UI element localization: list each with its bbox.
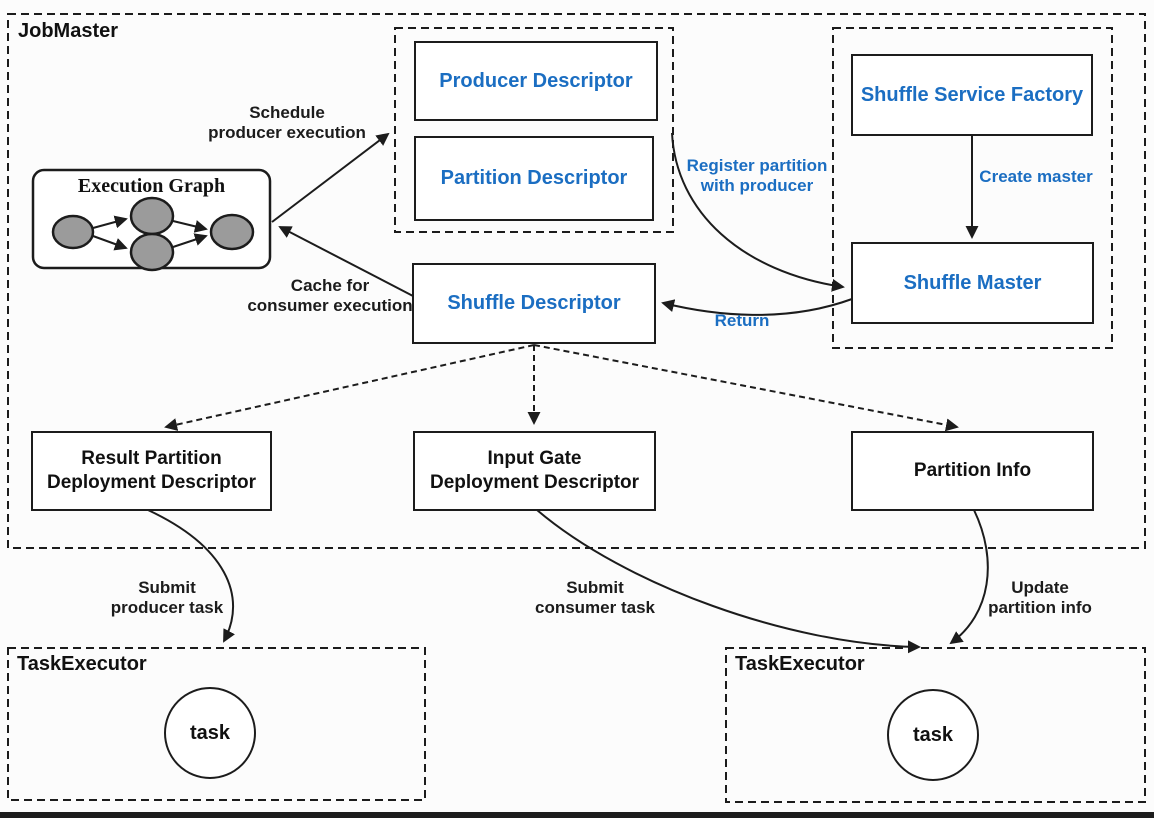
- result-partition-dd-label: Result Partition Deployment Descriptor: [46, 448, 257, 493]
- jobmaster-container: [7, 13, 1146, 549]
- shuffle-master-label: Shuffle Master: [903, 271, 1042, 294]
- arrow-return: [661, 298, 853, 316]
- task-circle-right: [887, 689, 979, 781]
- jobmaster-label: JobMaster: [18, 20, 119, 42]
- cache-for-consumer-execution-label: Cache for consumer execution: [247, 276, 413, 316]
- task-label-left: task: [189, 721, 231, 744]
- dashed-arrow-to-result-partition-dd: [164, 344, 535, 431]
- descriptor-group-container: [394, 27, 674, 233]
- shuffle-master-box: [851, 242, 1094, 324]
- shuffle-service-factory-label: Shuffle Service Factory: [860, 83, 1084, 106]
- arrow-submit-consumer-task: [536, 509, 921, 654]
- window-bottom-edge: [0, 812, 1154, 818]
- graph-edge-3: [172, 220, 208, 233]
- graph-edge-1: [92, 215, 128, 229]
- graph-edge-2: [92, 235, 128, 251]
- update-partition-info-label: Update partition info: [988, 578, 1092, 618]
- input-gate-dd-label: Input Gate Deployment Descriptor: [429, 448, 640, 493]
- task-executor-left-container: [7, 647, 426, 801]
- register-partition-with-producer-label: Register partition with producer: [686, 156, 828, 196]
- input-gate-dd-box: [413, 431, 656, 511]
- return-label: Return: [714, 311, 770, 330]
- graph-node-mid-bottom: [129, 232, 175, 272]
- result-partition-dd-box: [31, 431, 272, 511]
- arrow-cache-for-consumer-execution: [278, 226, 414, 297]
- producer-descriptor-label: Producer Descriptor: [439, 69, 633, 92]
- graph-node-sink: [209, 213, 255, 251]
- shuffle-descriptor-box: [412, 263, 656, 344]
- task-executor-left-label: TaskExecutor: [17, 653, 147, 675]
- partition-descriptor-label: Partition Descriptor: [440, 167, 628, 189]
- task-executor-right-container: [725, 647, 1146, 803]
- partition-info-box: [851, 431, 1094, 511]
- submit-producer-task-label: Submit producer task: [110, 578, 224, 618]
- create-master-label: Create master: [979, 167, 1093, 186]
- execution-graph-title: Execution Graph: [77, 175, 226, 197]
- partition-descriptor-box: [414, 136, 654, 221]
- shuffle-service-factory-box: [851, 54, 1093, 136]
- producer-descriptor-box: [414, 41, 658, 121]
- arrow-register-partition-with-producer: [671, 132, 845, 292]
- dashed-arrow-to-partition-info: [533, 344, 959, 432]
- graph-node-mid-top: [129, 196, 175, 236]
- shuffle-descriptor-label: Shuffle Descriptor: [447, 292, 621, 314]
- task-circle-left: [164, 687, 256, 779]
- graph-node-source: [51, 214, 95, 250]
- arrow-update-partition-info: [949, 509, 989, 645]
- arrow-schedule-producer-execution: [271, 132, 390, 223]
- partition-info-label: Partition Info: [913, 460, 1032, 482]
- schedule-producer-execution-label: Schedule producer execution: [208, 103, 366, 143]
- task-label-right: task: [912, 723, 954, 746]
- graph-edge-4: [172, 233, 208, 248]
- task-executor-right-label: TaskExecutor: [735, 653, 865, 675]
- arrow-submit-producer-task: [147, 509, 235, 643]
- submit-consumer-task-label: Submit consumer task: [535, 578, 655, 618]
